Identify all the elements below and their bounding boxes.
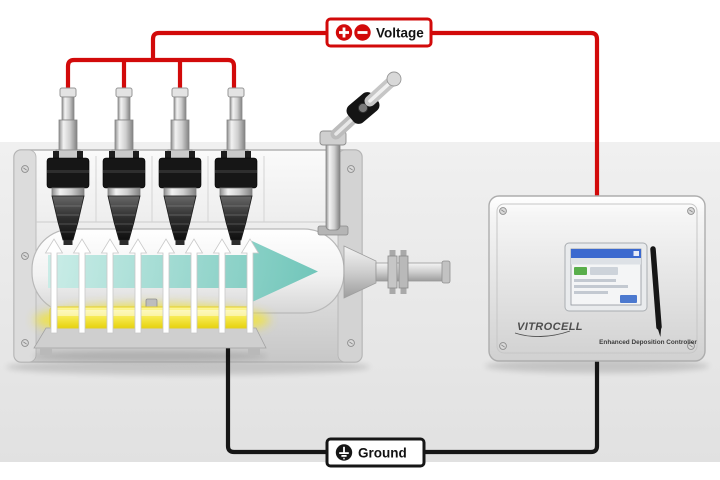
electrode-plate-assembly — [32, 298, 270, 361]
brand-logo-text: VITROCELL — [517, 321, 583, 333]
screen-toolbar — [571, 258, 641, 265]
screen-button — [620, 295, 637, 303]
screen-field — [590, 267, 618, 275]
screw-icon — [687, 207, 695, 215]
tray-foot — [248, 348, 260, 355]
stylus — [650, 246, 662, 337]
screw-icon — [21, 339, 29, 347]
screw-icon — [499, 342, 507, 350]
pipe-tube — [375, 262, 445, 282]
elbow-nut — [357, 102, 369, 114]
positioning-arm — [317, 71, 402, 236]
plus-icon — [335, 24, 353, 41]
screen-titlebar — [571, 249, 641, 258]
voltage-label-text: Voltage — [376, 26, 424, 41]
plate-tray — [33, 327, 267, 349]
arm-post — [325, 141, 341, 231]
screen-status-indicator — [574, 267, 587, 275]
deposition-controller: VITROCELL Enhanced Deposition Controller — [488, 195, 706, 362]
ground-label-text: Ground — [358, 446, 407, 461]
logo-swoosh — [514, 330, 571, 337]
pipe-end-cap — [441, 260, 451, 284]
module-shadow — [6, 359, 370, 375]
arm-handle-tip — [386, 71, 402, 87]
screw-icon — [21, 252, 29, 260]
screw-icon — [347, 339, 355, 347]
ground-label: Ground — [325, 437, 426, 468]
ground-icon — [335, 444, 353, 461]
screw-icon — [347, 165, 355, 173]
tray-foot — [40, 348, 52, 355]
controller-model-label: Enhanced Deposition Controller — [599, 339, 697, 346]
clamp-flange — [387, 250, 409, 294]
screw-icon — [21, 165, 29, 173]
voltage-label: Voltage — [325, 17, 433, 48]
screen-close-icon — [633, 251, 639, 256]
screw-icon — [499, 207, 507, 215]
outlet-pipe — [343, 245, 451, 299]
pipe-reducer — [343, 245, 377, 299]
brand-logo: VITROCELL — [514, 321, 583, 337]
controller-screen — [564, 242, 648, 312]
minus-icon — [354, 24, 371, 41]
